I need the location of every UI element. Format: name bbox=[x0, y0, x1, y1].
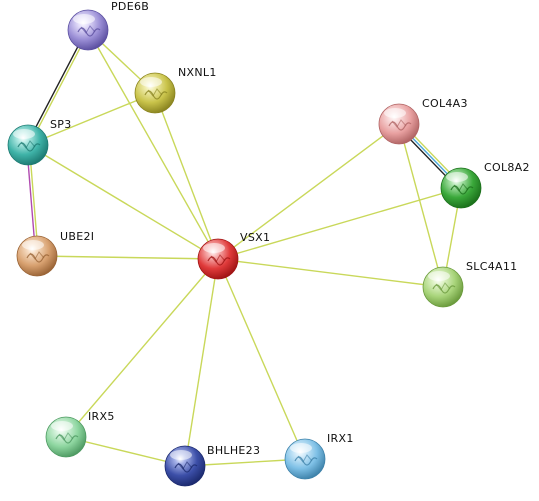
edge-vsx1-irx5 bbox=[65, 258, 219, 438]
protein-structure-icon bbox=[80, 25, 96, 34]
node-gloss bbox=[384, 108, 406, 118]
edge-pde6b-vsx1 bbox=[87, 29, 219, 260]
node-label: COL8A2 bbox=[484, 161, 530, 174]
edge-irx5-bhlhe23 bbox=[65, 436, 186, 467]
edge-sp3-vsx1 bbox=[27, 144, 219, 260]
node-sp3[interactable]: SP3 bbox=[7, 118, 72, 166]
edge-line bbox=[217, 187, 462, 260]
node-label: BHLHE23 bbox=[207, 444, 260, 457]
edge-line bbox=[217, 258, 306, 460]
edge-vsx1-col4a3 bbox=[217, 123, 400, 260]
protein-structure-icon bbox=[435, 282, 451, 291]
node-gloss bbox=[203, 243, 225, 253]
node-gloss bbox=[140, 77, 162, 87]
node-label: NXNL1 bbox=[178, 66, 217, 79]
protein-structure-icon bbox=[29, 251, 45, 260]
edge-vsx1-col8a2 bbox=[217, 187, 462, 260]
node-gloss bbox=[51, 421, 73, 431]
edge-line bbox=[27, 144, 219, 260]
edge-line bbox=[398, 123, 444, 288]
edge-col4a3-slc4a11 bbox=[398, 123, 444, 288]
edge-line bbox=[28, 30, 90, 146]
edge-line bbox=[217, 123, 400, 260]
edge-vsx1-irx1 bbox=[217, 258, 306, 460]
protein-structure-icon bbox=[297, 454, 313, 463]
protein-structure-icon bbox=[177, 461, 193, 470]
node-ube2i[interactable]: UBE2I bbox=[16, 230, 94, 277]
node-label: IRX5 bbox=[88, 410, 115, 423]
node-label: PDE6B bbox=[111, 0, 149, 13]
node-gloss bbox=[73, 14, 95, 24]
protein-structure-icon bbox=[210, 254, 226, 263]
node-nxnl1[interactable]: NXNL1 bbox=[134, 66, 217, 114]
node-slc4a11[interactable]: SLC4A11 bbox=[422, 260, 517, 308]
edge-vsx1-bhlhe23 bbox=[184, 258, 219, 467]
edge-line bbox=[27, 92, 156, 146]
edge-line bbox=[184, 258, 219, 467]
node-irx5[interactable]: IRX5 bbox=[45, 410, 115, 458]
node-bhlhe23[interactable]: BHLHE23 bbox=[164, 444, 260, 487]
edge-vsx1-slc4a11 bbox=[217, 258, 444, 288]
node-gloss bbox=[290, 443, 312, 453]
protein-structure-icon bbox=[453, 183, 469, 192]
node-gloss bbox=[446, 172, 468, 182]
edge-line bbox=[26, 29, 88, 145]
node-gloss bbox=[22, 240, 44, 250]
node-label: IRX1 bbox=[327, 432, 354, 445]
node-irx1[interactable]: IRX1 bbox=[284, 432, 354, 480]
node-label: VSX1 bbox=[240, 231, 270, 244]
edge-line bbox=[217, 258, 444, 288]
node-label: SP3 bbox=[50, 118, 72, 131]
node-label: UBE2I bbox=[60, 230, 94, 243]
node-col8a2[interactable]: COL8A2 bbox=[440, 161, 530, 209]
edge-line bbox=[65, 258, 219, 438]
edge-line bbox=[65, 436, 186, 467]
protein-structure-icon bbox=[147, 88, 163, 97]
edge-line bbox=[36, 255, 219, 260]
node-vsx1[interactable]: VSX1 bbox=[197, 231, 270, 280]
protein-structure-icon bbox=[20, 140, 36, 149]
edge-line bbox=[87, 29, 219, 260]
node-label: COL4A3 bbox=[422, 97, 468, 110]
node-pde6b[interactable]: PDE6B bbox=[67, 0, 149, 51]
node-gloss bbox=[13, 129, 35, 139]
edge-nxnl1-sp3 bbox=[27, 92, 156, 146]
node-col4a3[interactable]: COL4A3 bbox=[378, 97, 468, 145]
protein-structure-icon bbox=[391, 119, 407, 128]
node-label: SLC4A11 bbox=[466, 260, 517, 273]
edges-layer bbox=[26, 29, 464, 467]
edge-pde6b-sp3 bbox=[26, 29, 90, 146]
node-gloss bbox=[170, 450, 192, 460]
edge-nxnl1-vsx1 bbox=[154, 92, 219, 260]
node-gloss bbox=[428, 271, 450, 281]
edge-line bbox=[154, 92, 219, 260]
protein-structure-icon bbox=[58, 432, 74, 441]
edge-ube2i-vsx1 bbox=[36, 255, 219, 260]
